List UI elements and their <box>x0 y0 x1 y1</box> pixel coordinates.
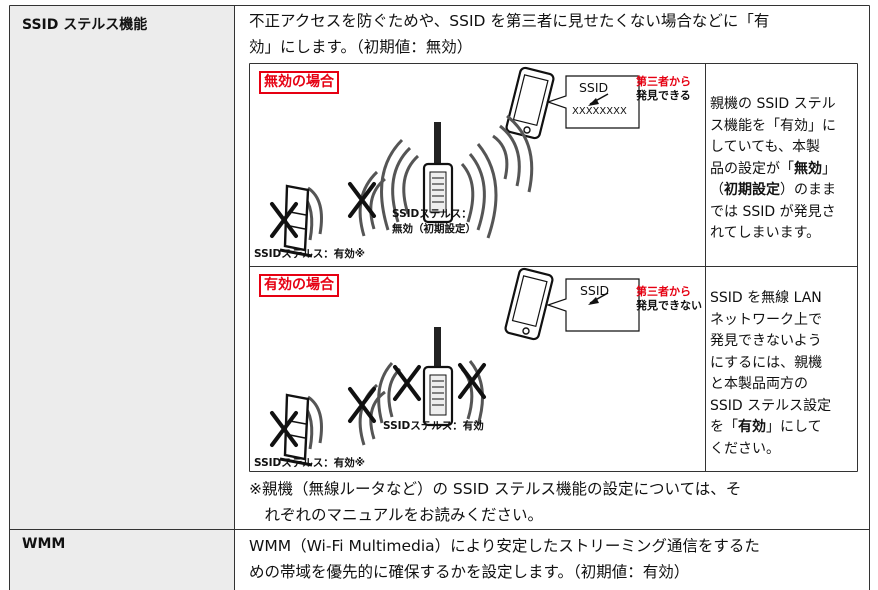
explanation-line: していても、本製 <box>710 139 821 155</box>
description-line: WMM（Wi-Fi Multimedia）により安定したストリーミング通信をする… <box>249 537 760 555</box>
blocked-x-icon <box>270 182 376 238</box>
explanation-line: と本製品両方の <box>710 376 808 392</box>
case-enabled-title: 有効の場合 <box>259 274 339 297</box>
explanation-line: では SSID が発見さ <box>710 203 836 220</box>
explanation-line: 親機の SSID ステル <box>710 96 836 112</box>
smartphone-icon <box>505 66 555 140</box>
row-label-text: SSID ステルス機能 <box>22 17 148 33</box>
explanation-line: ス機能を「有効」に <box>710 117 836 134</box>
visibility-label-line: 第三者から <box>636 75 691 88</box>
explanation-line: 発見できないよう <box>710 333 822 349</box>
case-enabled-explanation: SSID を無線 LAN ネットワーク上で 発見できないよう にするには、親機 … <box>710 288 855 460</box>
visibility-label-line: 発見できない <box>636 299 702 312</box>
explanation-line: （初期設定）のまま <box>710 182 836 198</box>
explanation-line: ください。 <box>710 440 780 457</box>
table-grid <box>9 5 870 590</box>
device-stealth-label: SSIDステルス：有効 <box>383 420 484 432</box>
bubble-ssid-value: XXXXXXXX <box>572 106 627 117</box>
row-label-wmm: WMM <box>10 530 234 590</box>
row-label-text: WMM <box>22 536 66 552</box>
explanation-line: れてしまいます。 <box>710 225 821 241</box>
explanation-line: SSID ステルス設定 <box>710 397 832 414</box>
visibility-label-line: 発見できる <box>636 89 691 102</box>
case-disabled-explanation: 親機の SSID ステル ス機能を「有効」に していても、本製 品の設定が「無効… <box>710 94 855 245</box>
description-line: 不正アクセスを防ぐためや、SSID を第三者に見せたくない場合などに「有 <box>249 12 770 30</box>
row-label-ssid-stealth: SSID ステルス機能 <box>10 6 234 529</box>
note-line: ※親機（無線ルータなど）の SSID ステルス機能の設定については、そ <box>249 480 742 498</box>
description-line: めの帯域を優先的に確保するかを設定します。（初期値：有効） <box>249 563 690 581</box>
settings-table: SSID ステルス機能 不正アクセスを防ぐためや、SSID を第三者に見せたくな… <box>9 5 870 590</box>
device-stealth-label: 無効（初期設定） <box>392 223 476 235</box>
wireless-adapter-icon <box>422 122 454 224</box>
row-description-wmm: WMM（Wi-Fi Multimedia）により安定したストリーミング通信をする… <box>249 533 864 585</box>
description-line: 効」にします。（初期値：無効） <box>249 38 473 56</box>
explanation-line: にするには、親機 <box>710 354 823 371</box>
blocked-x-icon <box>270 363 486 447</box>
diagram-disabled <box>270 66 640 258</box>
router-stealth-label: SSIDステルス：有効※ <box>254 457 365 469</box>
router-icon <box>279 184 313 258</box>
router-stealth-label: SSIDステルス：有効※ <box>254 248 365 260</box>
note-line: れぞれのマニュアルをお読みください。 <box>249 506 544 524</box>
bubble-ssid-label: SSID <box>580 283 610 298</box>
visibility-label-line: 第三者から <box>636 285 691 298</box>
router-icon <box>279 393 313 467</box>
explanation-line: ネットワーク上で <box>710 311 822 328</box>
explanation-line: を「有効」にして <box>710 419 822 435</box>
case-disabled-title: 無効の場合 <box>259 71 339 94</box>
wireless-adapter-icon <box>422 327 454 427</box>
explanation-line: SSID を無線 LAN <box>710 290 822 306</box>
smartphone-icon <box>504 267 554 341</box>
stealth-note: ※親機（無線ルータなど）の SSID ステルス機能の設定については、そ れぞれの… <box>249 476 864 528</box>
explanation-line: 品の設定が「無効」 <box>710 160 836 177</box>
bubble-ssid-label: SSID <box>579 80 609 95</box>
diagram-enabled <box>270 267 640 467</box>
device-stealth-label: SSIDステルス： <box>392 208 472 220</box>
row-description-ssid-stealth: 不正アクセスを防ぐためや、SSID を第三者に見せたくない場合などに「有 効」に… <box>249 8 864 60</box>
